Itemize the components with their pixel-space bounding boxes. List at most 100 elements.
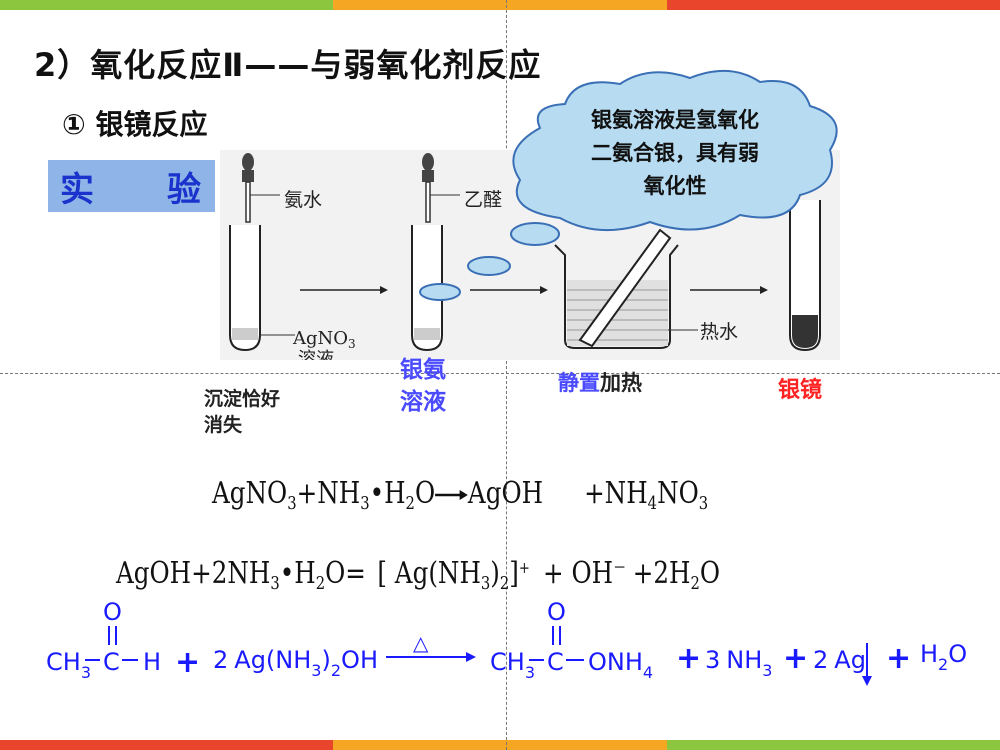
plus-1: + [175,645,200,680]
eq1-sub-4: 4 [647,493,658,514]
aldehyde-h: H [143,648,161,676]
product-onh: ONH [588,648,643,676]
eq2-sup-2: － [613,558,627,577]
plus-2: + [676,641,701,676]
silver-ammonia-line-2: 溶液 [400,389,446,415]
slide-subtitle: ① 银镜反应 [62,108,208,141]
standing-heating-label: 静置加热 [558,370,642,396]
precipitate-label: 沉淀恰好 消失 [204,386,280,438]
product-ch: CH [490,648,525,676]
cloud-line-2: 二氨合银，具有弱 [591,141,759,165]
ammonia-label: 氨水 [284,189,322,211]
experiment-char-1: 实 [60,169,94,210]
eq2-sub-2: 2 [315,573,326,594]
beaker [554,228,679,349]
cloud-line-3: 氧化性 [643,174,707,198]
experiment-label: 实 验 [48,160,215,212]
product-o: O [547,598,566,626]
plus-3: + [783,641,808,676]
aldehyde-o: O [103,598,122,626]
nh3-sub: 3 [762,661,772,680]
coef-nh3: 3 [705,646,720,674]
svg-text:H2O: H2O [920,640,967,674]
eq1-nh: +NH [296,476,361,511]
coef-ag: 2 [813,646,828,674]
test-tube-1 [229,225,261,352]
eq1-sub-3: 2 [405,493,415,514]
vertical-guide-line [506,0,507,750]
eq2-sub-3: 3 [480,573,491,594]
heat-symbol: △ [413,631,429,655]
equation-2: AgOH+2NH3•H2O=[ Ag(NH3)2]++ OH－+2H2O [116,554,720,594]
eq1-no3: NO [657,476,699,511]
ag-complex-paren: ) [321,646,330,674]
coef-ag-complex: 2 [213,646,228,674]
nh3: NH [726,646,762,674]
horizontal-guide-line [0,373,1000,374]
aldehyde-ch: CH [46,648,81,676]
precipitate-line-1: 沉淀恰好 [204,388,281,410]
experiment-char-2: 验 [167,169,201,210]
agno3-label: AgNO [292,328,348,349]
ag-complex-sub-1: 3 [311,661,321,680]
eq2-sub-5: 2 [690,573,700,594]
eq2-paren: ) [490,556,500,591]
eq1-o: O [414,476,436,511]
eq2-o-final: O [699,556,721,591]
eq2-oh: + OH [543,556,614,591]
eq2-bracket: ] [509,556,519,591]
eq1-sub-2: 3 [360,493,370,514]
svg-text:CH3: CH3 [490,648,535,682]
cloud-callout-text: 银氨溶液是氢氧化 二氨合银，具有弱 氧化性 [540,104,810,203]
heating-label: 加热 [600,371,642,395]
eq1-sub-5: 3 [698,493,709,514]
product-onh4-sub: 4 [643,663,653,682]
acetaldehyde-label: 乙醛 [464,189,502,211]
product-ch3-sub: 3 [525,663,535,682]
standing-label: 静置 [558,371,600,395]
water-h: H [920,640,938,668]
dropper-2 [422,153,460,223]
bottom-color-bar [0,740,1000,750]
ag-complex-sub-2: 2 [331,661,341,680]
eq1-h: •H [369,476,406,511]
svg-text:ONH4: ONH4 [588,648,653,682]
hot-water-label: 热水 [700,321,738,343]
water-sub: 2 [938,655,948,674]
eq2-sub-1: 3 [270,573,280,594]
silver-ammonia-line-1: 银氨 [400,357,446,383]
eq2-h2: +2H [632,556,691,591]
eq1-agno3: AgNO [212,476,288,511]
aldehyde-ch3-sub: 3 [81,663,91,682]
ag-complex-oh: OH [341,646,378,674]
eq2-h: •H [279,556,316,591]
eq2-sub-4: 2 [499,573,510,594]
plus-4: + [886,641,911,676]
ag: Ag [834,646,866,674]
product-c: C [547,648,564,676]
precipitate-line-2: 消失 [204,414,243,436]
svg-text:CH3: CH3 [46,648,91,682]
svg-text:AgNO3: AgNO3 [292,328,356,351]
eq2-o-equals: O= [325,556,366,591]
ag-complex: Ag(NH [234,646,311,674]
cloud-line-1: 银氨溶液是氢氧化 [591,108,759,132]
slide-title: 2）氧化反应Ⅱ——与弱氧化剂反应 [34,46,542,84]
agno3-subscript: 3 [348,337,356,351]
agno3-solution-label: 溶液 [298,349,334,360]
eq1-sub-1: 3 [287,493,297,514]
aldehyde-c: C [103,648,120,676]
eq2-ag-complex: [ Ag(NH [377,556,481,591]
dropper-1 [242,153,280,223]
silver-ammonia-label: 银氨 溶液 [400,354,446,418]
top-color-bar [0,0,1000,10]
silvered-test-tube [789,200,821,352]
eq1-arrow [435,490,468,500]
svg-text:2Ag: 2Ag [813,646,866,674]
svg-text:2Ag(NH3)2OH: 2Ag(NH3)2OH [213,646,378,680]
eq1-agoh: AgOH [467,476,544,511]
